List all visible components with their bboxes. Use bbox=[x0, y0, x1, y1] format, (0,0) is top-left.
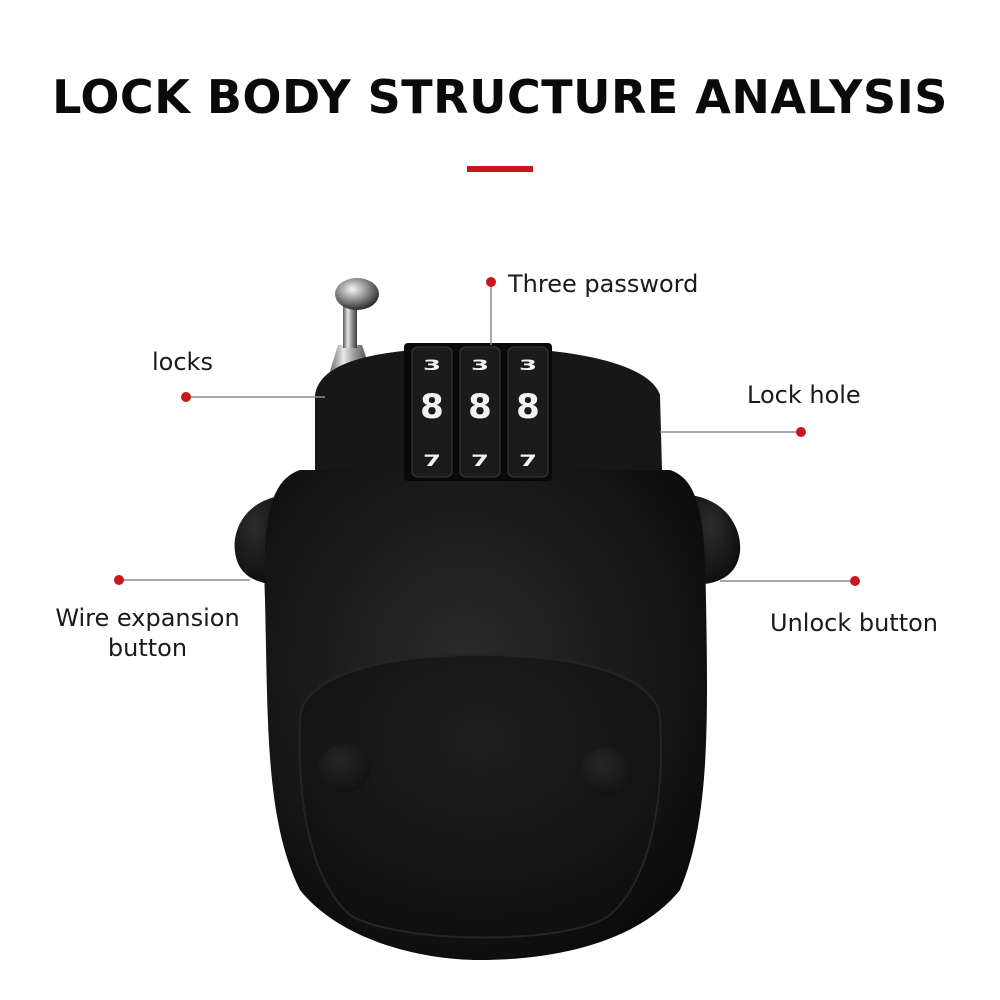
dial-wheel-1[interactable]: 3 8 7 bbox=[411, 346, 453, 478]
dot-three-password bbox=[486, 277, 496, 287]
dial-wheel-face bbox=[507, 346, 549, 478]
dial-digit-bottom: 7 bbox=[423, 452, 441, 470]
left-dimple bbox=[319, 744, 371, 792]
label-wire-expansion-line1: Wire expansion bbox=[55, 604, 240, 632]
dial-wheel-2[interactable]: 3 8 7 bbox=[459, 346, 501, 478]
dial-digit-top: 3 bbox=[471, 357, 489, 373]
callout-dots bbox=[114, 277, 860, 586]
dot-wire-expansion bbox=[114, 575, 124, 585]
combination-wheels: 3 8 7 3 8 7 3 8 7 bbox=[411, 346, 549, 478]
dial-digit-bottom: 7 bbox=[519, 452, 537, 470]
dot-lock-hole bbox=[796, 427, 806, 437]
dial-digit-middle: 8 bbox=[420, 387, 444, 427]
dial-digit-top: 3 bbox=[519, 357, 537, 373]
dial-digit-bottom: 7 bbox=[471, 452, 489, 470]
dial-wheel-3[interactable]: 3 8 7 bbox=[507, 346, 549, 478]
label-lock-hole: Lock hole bbox=[747, 381, 861, 409]
lock-front-plate bbox=[298, 653, 662, 939]
label-three-password: Three password bbox=[508, 270, 699, 298]
pin-head bbox=[335, 278, 379, 310]
label-unlock-button: Unlock button bbox=[770, 609, 939, 637]
leader-lines bbox=[119, 282, 855, 582]
label-wire-expansion-button: Wire expansion button bbox=[40, 603, 255, 663]
dial-digit-top: 3 bbox=[423, 357, 441, 373]
dot-locks bbox=[181, 392, 191, 402]
title-accent-bar bbox=[467, 166, 533, 172]
dial-digit-middle: 8 bbox=[516, 387, 540, 427]
page-title: LOCK BODY STRUCTURE ANALYSIS bbox=[52, 70, 948, 124]
label-locks: locks bbox=[152, 348, 213, 376]
dot-unlock bbox=[850, 576, 860, 586]
label-wire-expansion-line2: button bbox=[107, 634, 188, 662]
dial-wheel-face bbox=[459, 346, 501, 478]
dial-digit-middle: 8 bbox=[468, 387, 492, 427]
dial-wheel-face bbox=[411, 346, 453, 478]
pin-shaft bbox=[343, 300, 357, 348]
right-dimple bbox=[581, 748, 633, 796]
